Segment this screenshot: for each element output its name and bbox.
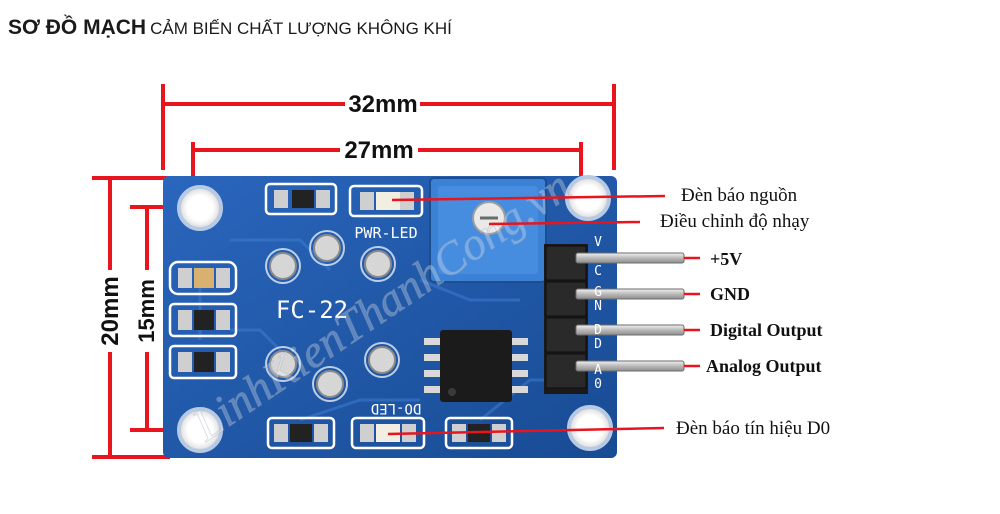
pin-letter-8: 0 (594, 377, 602, 392)
d0-led-silkscreen: DO-LED (371, 400, 422, 416)
label-vcc: +5V (710, 249, 742, 269)
label-analog-output: Analog Output (706, 356, 822, 376)
pin-letter-3: G (594, 285, 602, 300)
ic-chip (424, 330, 528, 402)
callout-labels: Đèn báo nguồn Điều chỉnh độ nhạy +5V GND… (660, 185, 830, 439)
label-d0-led: Đèn báo tín hiệu D0 (676, 418, 830, 439)
dim-32-label: 32mm (348, 91, 417, 118)
power-led-silkscreen: PWR-LED (354, 224, 417, 242)
pin-digital-out (575, 324, 685, 336)
callout-line-sensitivity (488, 220, 641, 226)
mounting-hole-top-left (177, 185, 223, 231)
power-led (348, 184, 424, 218)
dim-15-label: 15mm (134, 279, 159, 343)
pin-letter-2: C (594, 264, 602, 279)
mounting-hole-bottom-left (177, 407, 223, 453)
callout-lines (387, 194, 700, 436)
pin-letter-4: N (594, 299, 602, 314)
pcb-board: PWR-LED DO-LED (163, 175, 685, 458)
callout-line-power-led (391, 194, 666, 202)
callout-line-d0-led (387, 426, 665, 436)
title-bold: SƠ ĐỒ MẠCH (8, 16, 147, 39)
board-model-silkscreen: FC-22 (276, 296, 348, 324)
pin-analog-out (575, 360, 685, 372)
title-subtitle: CẢM BIẾN CHẤT LƯỢNG KHÔNG KHÍ (150, 19, 452, 38)
pin-gnd (575, 288, 685, 300)
label-digital-output: Digital Output (710, 320, 823, 340)
pin-letter-1: V (594, 235, 602, 250)
sensor-solder-joints (269, 234, 396, 398)
label-power-led: Đèn báo nguồn (681, 185, 798, 206)
dimension-lines (92, 84, 616, 459)
pin-letter-5: D (594, 323, 602, 338)
label-gnd: GND (710, 284, 750, 304)
pin-letter-6: D (594, 337, 602, 352)
label-sensitivity: Điều chỉnh độ nhạy (660, 211, 810, 232)
pin-header: V C G N D D A 0 (544, 235, 685, 394)
smd-components-top (264, 182, 424, 218)
pin-letter-7: A (594, 363, 602, 378)
dim-20-label: 20mm (97, 276, 124, 345)
dim-27-label: 27mm (344, 137, 413, 164)
smd-components-left (168, 260, 238, 380)
mounting-hole-bottom-right (567, 405, 613, 451)
potentiometer (429, 177, 547, 283)
pin-vcc (575, 252, 685, 264)
